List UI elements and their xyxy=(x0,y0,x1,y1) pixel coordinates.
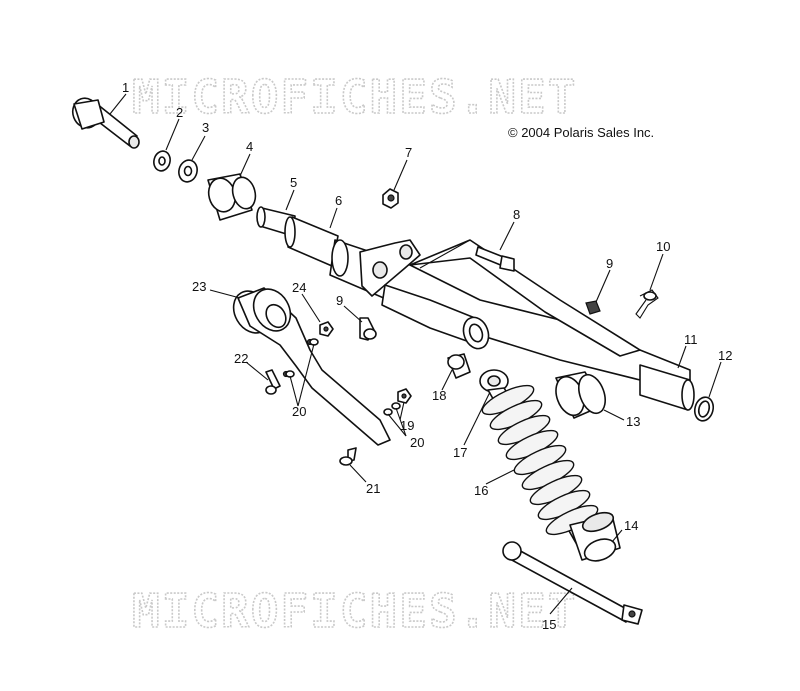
callout-13: 13 xyxy=(626,414,640,429)
part-6-tube xyxy=(284,216,339,267)
callout-9-left: 9 xyxy=(336,293,343,308)
callout-10: 10 xyxy=(656,239,670,254)
callout-15: 15 xyxy=(542,617,556,632)
callout-1: 1 xyxy=(122,80,129,95)
leader-lines xyxy=(109,93,722,615)
part-2-washer xyxy=(153,150,171,172)
callout-12: 12 xyxy=(718,348,732,363)
callout-16: 16 xyxy=(474,483,488,498)
callout-4: 4 xyxy=(246,139,253,154)
callout-labels: 1 2 3 4 5 6 7 8 9 9 10 11 12 13 14 15 16… xyxy=(122,80,732,632)
callout-22: 22 xyxy=(234,351,248,366)
part-24-nut xyxy=(319,321,334,337)
callout-18: 18 xyxy=(432,388,446,403)
callout-21: 21 xyxy=(366,481,380,496)
callout-11: 11 xyxy=(684,332,698,347)
callout-20-left: 20 xyxy=(292,404,306,419)
part-10-clip xyxy=(635,289,659,319)
callout-17: 17 xyxy=(453,445,467,460)
callout-20-right: 20 xyxy=(410,435,424,450)
part-9-fitting-left xyxy=(359,317,377,341)
callout-2: 2 xyxy=(176,105,183,120)
callout-5: 5 xyxy=(290,175,297,190)
part-22-screw xyxy=(265,369,281,395)
part-4-bushing xyxy=(207,173,257,221)
callout-6: 6 xyxy=(335,193,342,208)
callout-3: 3 xyxy=(202,120,209,135)
callout-7: 7 xyxy=(405,145,412,160)
part-23-bracket xyxy=(232,287,391,446)
part-19-nut xyxy=(397,388,412,404)
callout-14: 14 xyxy=(624,518,638,533)
part-16-shock xyxy=(479,369,621,562)
callout-23: 23 xyxy=(192,279,206,294)
part-9-fitting-right xyxy=(585,300,601,315)
part-13-bushing xyxy=(555,371,606,419)
watermark-top: MICROFICHES.NET xyxy=(132,70,577,124)
part-15-bolt xyxy=(502,541,643,625)
part-12-ring xyxy=(693,396,715,422)
part-18-spacer xyxy=(447,353,471,379)
part-3-washer xyxy=(178,159,198,183)
callout-19: 19 xyxy=(400,418,414,433)
callout-24: 24 xyxy=(292,280,306,295)
watermark-bottom: MICROFICHES.NET xyxy=(132,584,577,638)
part-21-screw xyxy=(339,447,357,466)
callout-9-right: 9 xyxy=(606,256,613,271)
part-7-nut xyxy=(382,188,399,209)
part-1-bolt xyxy=(71,97,140,149)
copyright-text: © 2004 Polaris Sales Inc. xyxy=(508,125,654,140)
shock-spring-coils xyxy=(481,384,599,536)
callout-8: 8 xyxy=(513,207,520,222)
part-8-bolt xyxy=(475,246,515,272)
